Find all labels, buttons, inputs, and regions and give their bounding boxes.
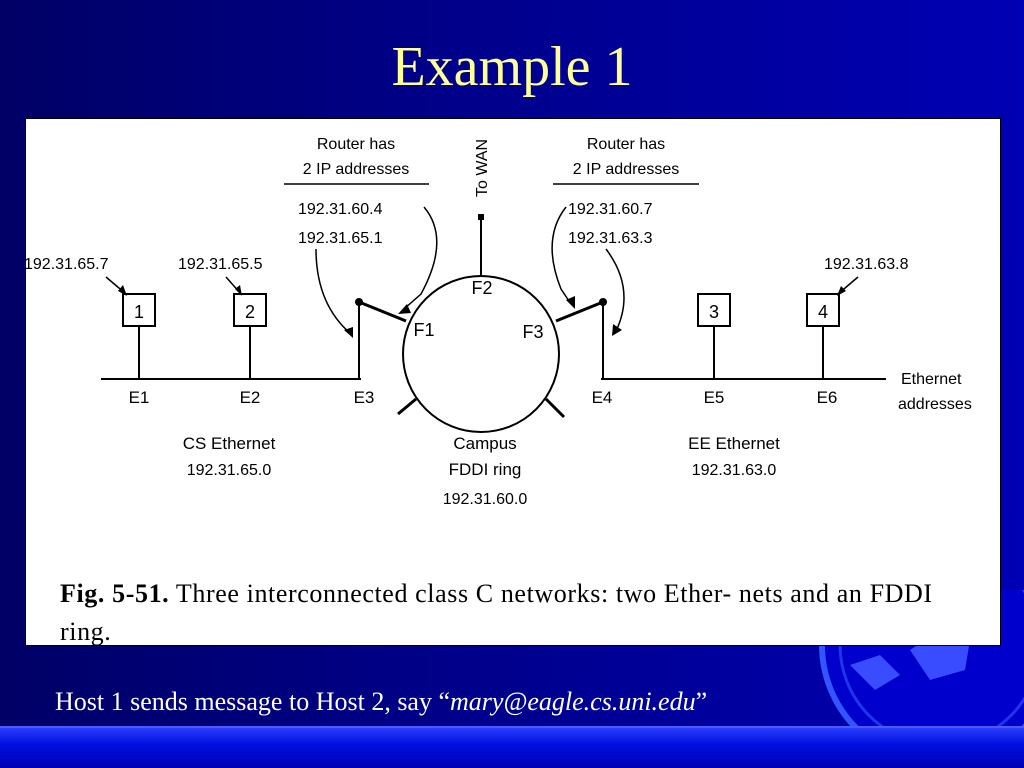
ee-ethernet-net: 192.31.63.0 [692, 462, 777, 479]
fddi-node-f2: F2 [471, 278, 492, 298]
host-2-ip: 192.31.65.5 [178, 256, 263, 273]
network-diagram: 1 2 3 4 To WAN F2 F1 F3 [26, 136, 972, 508]
host-4-label: 4 [818, 302, 828, 322]
ethernet-label-2: addresses [898, 396, 972, 413]
host-4-ip: 192.31.63.8 [824, 256, 909, 273]
bottom-text: Host 1 sends message to Host 2, say “mar… [55, 685, 707, 719]
router-right-ip-1: 192.31.60.7 [568, 201, 653, 218]
host-2-box [233, 293, 267, 327]
caption-lead: Fig. 5-51. [60, 579, 170, 608]
email-address: mary@eagle.cs.uni.edu [450, 687, 696, 716]
router-right-note-2: 2 IP addresses [573, 161, 679, 178]
footer-bar [0, 728, 1024, 768]
host-4-box [806, 293, 840, 327]
campus-label: Campus [453, 434, 516, 453]
router-right-note-1: Router has [587, 136, 665, 153]
host-1-box [122, 293, 156, 327]
slide-title: Example 1 [391, 36, 633, 98]
host-3-label: 3 [709, 302, 719, 322]
eth-addr-e3: E3 [354, 388, 375, 407]
campus-net: 192.31.60.0 [443, 491, 528, 508]
fddi-ring-label: FDDI ring [449, 460, 522, 479]
eth-addr-e6: E6 [817, 388, 838, 407]
host-2-label: 2 [245, 302, 255, 322]
fddi-ring [402, 275, 560, 433]
eth-addr-e5: E5 [704, 388, 725, 407]
figure-panel: 1 2 3 4 To WAN F2 F1 F3 [25, 118, 1001, 646]
router-left-note-1: Router has [317, 136, 395, 153]
router-left-ip-1: 192.31.60.4 [298, 201, 383, 218]
router-right-ip-2: 192.31.63.3 [568, 230, 653, 247]
bottom-text-suffix: ” [695, 687, 708, 716]
router-left-note-2: 2 IP addresses [303, 161, 409, 178]
eth-addr-e1: E1 [129, 388, 150, 407]
cs-ethernet-net: 192.31.65.0 [187, 462, 272, 479]
to-wan-label: To WAN [474, 139, 491, 197]
caption-text: Three interconnected class C networks: t… [60, 579, 933, 646]
router-left-ip-2: 192.31.65.1 [298, 230, 383, 247]
fddi-node-f3: F3 [522, 322, 543, 342]
bottom-text-prefix: Host 1 sends message to Host 2, say “ [55, 687, 451, 716]
fddi-node-f1: F1 [413, 320, 434, 340]
ethernet-label-1: Ethernet [901, 371, 962, 388]
host-3-box [697, 293, 731, 327]
eth-addr-e2: E2 [240, 388, 261, 407]
host-1-label: 1 [134, 302, 144, 322]
host-1-ip: 192.31.65.7 [26, 256, 109, 273]
cs-ethernet-name: CS Ethernet [183, 434, 276, 453]
eth-addr-e4: E4 [592, 388, 613, 407]
ee-ethernet-name: EE Ethernet [688, 434, 780, 453]
figure-caption: Fig. 5-51. Three interconnected class C … [60, 575, 960, 651]
